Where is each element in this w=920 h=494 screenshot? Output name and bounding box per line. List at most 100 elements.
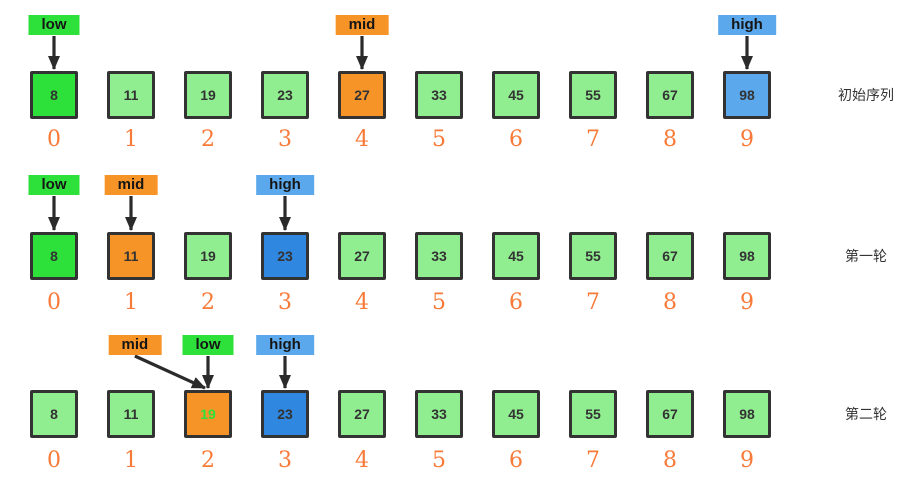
pointer-label-high: high	[718, 15, 776, 35]
cell-value: 33	[431, 87, 447, 103]
index-label: 9	[740, 127, 754, 152]
cell-value: 11	[123, 406, 139, 422]
array-cell: 11	[107, 390, 155, 438]
pointer-arrow-mid	[134, 354, 206, 390]
index-label: 4	[355, 448, 369, 473]
cell-value: 55	[585, 87, 601, 103]
cell-value: 27	[354, 87, 370, 103]
array-cell: 19	[184, 71, 232, 119]
index-label: 5	[432, 290, 446, 315]
cell-value: 98	[739, 406, 755, 422]
index-label: 0	[47, 290, 61, 315]
cell-value: 23	[277, 87, 293, 103]
array-cell: 45	[492, 71, 540, 119]
index-label: 6	[509, 290, 523, 315]
cell-value: 23	[277, 248, 293, 264]
pointer-label-low: low	[182, 335, 234, 355]
array-cell: 33	[415, 232, 463, 280]
index-label: 6	[509, 448, 523, 473]
array-cell: 19	[184, 232, 232, 280]
cell-value: 19	[200, 248, 216, 264]
cell-value: 67	[662, 248, 678, 264]
array-cell: 27	[338, 71, 386, 119]
array-cell: 8	[30, 71, 78, 119]
array-cell: 45	[492, 390, 540, 438]
index-label: 5	[432, 127, 446, 152]
index-label: 5	[432, 448, 446, 473]
cell-value: 27	[354, 406, 370, 422]
array-cell: 27	[338, 390, 386, 438]
index-label: 8	[663, 127, 677, 152]
cell-value: 67	[662, 406, 678, 422]
index-label: 2	[201, 448, 215, 473]
array-cell: 45	[492, 232, 540, 280]
cell-value: 8	[50, 248, 58, 264]
index-label: 3	[278, 448, 292, 473]
index-label: 2	[201, 127, 215, 152]
pointer-label-high: high	[256, 335, 314, 355]
array-cell: 67	[646, 71, 694, 119]
array-cell: 55	[569, 232, 617, 280]
array-cell: 23	[261, 232, 309, 280]
cell-value: 98	[739, 248, 755, 264]
cell-value: 23	[277, 406, 293, 422]
array-cell: 98	[723, 232, 771, 280]
array-cell: 8	[30, 390, 78, 438]
cell-value: 8	[50, 87, 58, 103]
cell-value: 55	[585, 248, 601, 264]
index-label: 7	[586, 127, 600, 152]
pointer-label-mid: mid	[335, 15, 389, 35]
cell-value: 27	[354, 248, 370, 264]
index-label: 9	[740, 448, 754, 473]
array-cell: 98	[723, 390, 771, 438]
array-cell: 11	[107, 232, 155, 280]
index-label: 1	[124, 127, 138, 152]
index-label: 1	[124, 448, 138, 473]
index-label: 7	[586, 448, 600, 473]
cell-value: 45	[508, 406, 524, 422]
array-cell: 8	[30, 232, 78, 280]
pointer-label-low: low	[28, 15, 80, 35]
cell-value: 19	[200, 87, 216, 103]
pointer-label-low: low	[28, 175, 80, 195]
index-label: 3	[278, 290, 292, 315]
array-cell: 19	[184, 390, 232, 438]
cell-value: 19	[200, 406, 216, 422]
cell-value: 55	[585, 406, 601, 422]
index-label: 6	[509, 127, 523, 152]
cell-value: 45	[508, 87, 524, 103]
index-label: 0	[47, 127, 61, 152]
array-cell: 55	[569, 71, 617, 119]
row-caption: 第一轮	[845, 248, 887, 264]
array-cell: 67	[646, 390, 694, 438]
array-cell: 23	[261, 390, 309, 438]
index-label: 3	[278, 127, 292, 152]
pointer-label-mid: mid	[108, 335, 162, 355]
array-cell: 33	[415, 71, 463, 119]
cell-value: 45	[508, 248, 524, 264]
cell-value: 33	[431, 406, 447, 422]
array-cell: 27	[338, 232, 386, 280]
array-cell: 55	[569, 390, 617, 438]
cell-value: 67	[662, 87, 678, 103]
cell-value: 8	[50, 406, 58, 422]
array-cell: 23	[261, 71, 309, 119]
array-cell: 67	[646, 232, 694, 280]
index-label: 4	[355, 127, 369, 152]
pointer-label-high: high	[256, 175, 314, 195]
index-label: 9	[740, 290, 754, 315]
row-caption: 初始序列	[838, 87, 894, 103]
cell-value: 98	[739, 87, 755, 103]
index-label: 0	[47, 448, 61, 473]
cell-value: 11	[123, 248, 139, 264]
index-label: 1	[124, 290, 138, 315]
index-label: 4	[355, 290, 369, 315]
array-cell: 33	[415, 390, 463, 438]
index-label: 8	[663, 290, 677, 315]
array-cell: 98	[723, 71, 771, 119]
index-label: 7	[586, 290, 600, 315]
index-label: 8	[663, 448, 677, 473]
cell-value: 11	[123, 87, 139, 103]
cell-value: 33	[431, 248, 447, 264]
